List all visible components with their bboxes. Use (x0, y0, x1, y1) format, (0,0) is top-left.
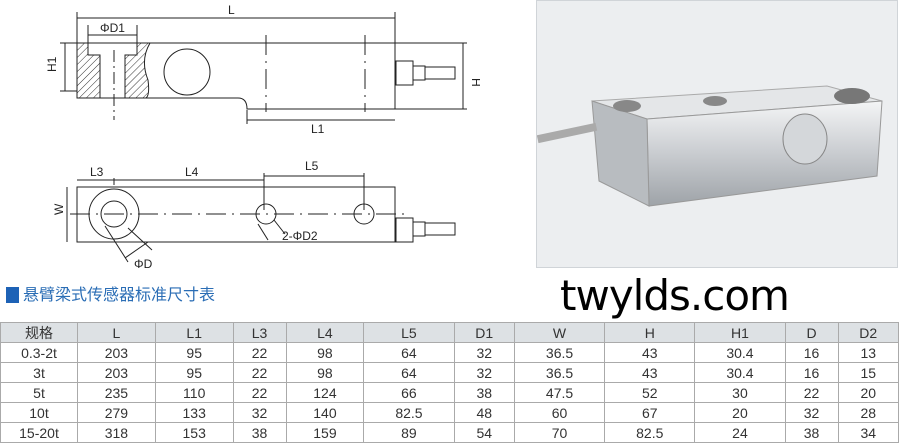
table-cell: 15-20t (0, 422, 78, 443)
table-cell: 89 (363, 422, 455, 443)
table-cell: 32 (453, 362, 515, 383)
label-D: ΦD (134, 257, 153, 271)
table-cell: 38 (784, 422, 839, 443)
table-cell: 30.4 (694, 362, 786, 383)
table-cell: 20 (694, 402, 786, 423)
column-header: L1 (154, 322, 234, 343)
table-cell: 0.3-2t (0, 342, 78, 363)
table-cell: 38 (232, 422, 287, 443)
table-cell: 24 (694, 422, 786, 443)
label-L5: L5 (305, 159, 319, 173)
label-W: W (52, 203, 66, 215)
dimension-drawing: L ΦD1 H1 H L1 L3 L4 L5 W ΦD 2-ΦD2 (45, 3, 480, 271)
label-L: L (228, 3, 235, 17)
table-cell: 22 (232, 382, 287, 403)
table-cell: 54 (453, 422, 515, 443)
label-L4: L4 (185, 165, 199, 179)
table-cell: 22 (232, 342, 287, 363)
table-cell: 95 (154, 342, 234, 363)
table-cell: 48 (453, 402, 515, 423)
product-photo (536, 0, 898, 268)
table-cell: 16 (784, 342, 839, 363)
table-cell: 22 (784, 382, 839, 403)
table-cell: 3t (0, 362, 78, 383)
table-cell: 36.5 (513, 342, 606, 363)
table-cell: 16 (784, 362, 839, 383)
section-title-text: 悬臂梁式传感器标准尺寸表 (23, 285, 216, 304)
table-cell: 98 (285, 342, 365, 363)
table-cell: 34 (837, 422, 899, 443)
table-cell: 318 (77, 422, 156, 443)
label-L3: L3 (90, 165, 104, 179)
table-cell: 38 (453, 382, 515, 403)
table-cell: 22 (232, 362, 287, 383)
table-cell: 28 (837, 402, 899, 423)
table-cell: 60 (513, 402, 606, 423)
column-header: D (784, 322, 839, 343)
table-cell: 203 (77, 342, 156, 363)
column-header: L5 (363, 322, 455, 343)
column-header: W (513, 322, 606, 343)
label-L1: L1 (311, 122, 325, 136)
table-cell: 70 (513, 422, 606, 443)
table-cell: 95 (154, 362, 234, 383)
table-cell: 64 (363, 342, 455, 363)
column-header: D2 (837, 322, 899, 343)
table-cell: 30.4 (694, 342, 786, 363)
table-cell: 5t (0, 382, 78, 403)
table-cell: 140 (285, 402, 365, 423)
column-header: H (604, 322, 696, 343)
section-title: 悬臂梁式传感器标准尺寸表 (6, 285, 215, 305)
table-cell: 82.5 (604, 422, 696, 443)
table-cell: 43 (604, 342, 696, 363)
table-cell: 20 (837, 382, 899, 403)
label-H: H (469, 78, 480, 87)
table-cell: 66 (363, 382, 455, 403)
column-header: D1 (453, 322, 515, 343)
table-cell: 47.5 (513, 382, 606, 403)
table-cell: 133 (154, 402, 234, 423)
table-cell: 32 (232, 402, 287, 423)
table-cell: 13 (837, 342, 899, 363)
table-cell: 32 (784, 402, 839, 423)
table-cell: 32 (453, 342, 515, 363)
label-D1: ΦD1 (100, 21, 125, 35)
column-header: L4 (285, 322, 365, 343)
table-cell: 30 (694, 382, 786, 403)
table-cell: 124 (285, 382, 365, 403)
table-cell: 36.5 (513, 362, 606, 383)
table-cell: 110 (154, 382, 234, 403)
column-header: L (77, 322, 156, 343)
label-H1: H1 (45, 56, 59, 72)
table-cell: 43 (604, 362, 696, 383)
column-header: H1 (694, 322, 786, 343)
table-cell: 203 (77, 362, 156, 383)
table-cell: 235 (77, 382, 156, 403)
watermark: twylds.com (560, 271, 790, 320)
table-cell: 153 (154, 422, 234, 443)
table-cell: 64 (363, 362, 455, 383)
table-cell: 159 (285, 422, 365, 443)
title-marker-icon (6, 287, 19, 303)
column-header: L3 (232, 322, 287, 343)
table-cell: 98 (285, 362, 365, 383)
table-cell: 279 (77, 402, 156, 423)
table-cell: 67 (604, 402, 696, 423)
table-cell: 10t (0, 402, 78, 423)
table-cell: 82.5 (363, 402, 455, 423)
label-D2: 2-ΦD2 (282, 229, 318, 243)
table-cell: 15 (837, 362, 899, 383)
column-header: 规格 (0, 322, 78, 343)
table-cell: 52 (604, 382, 696, 403)
